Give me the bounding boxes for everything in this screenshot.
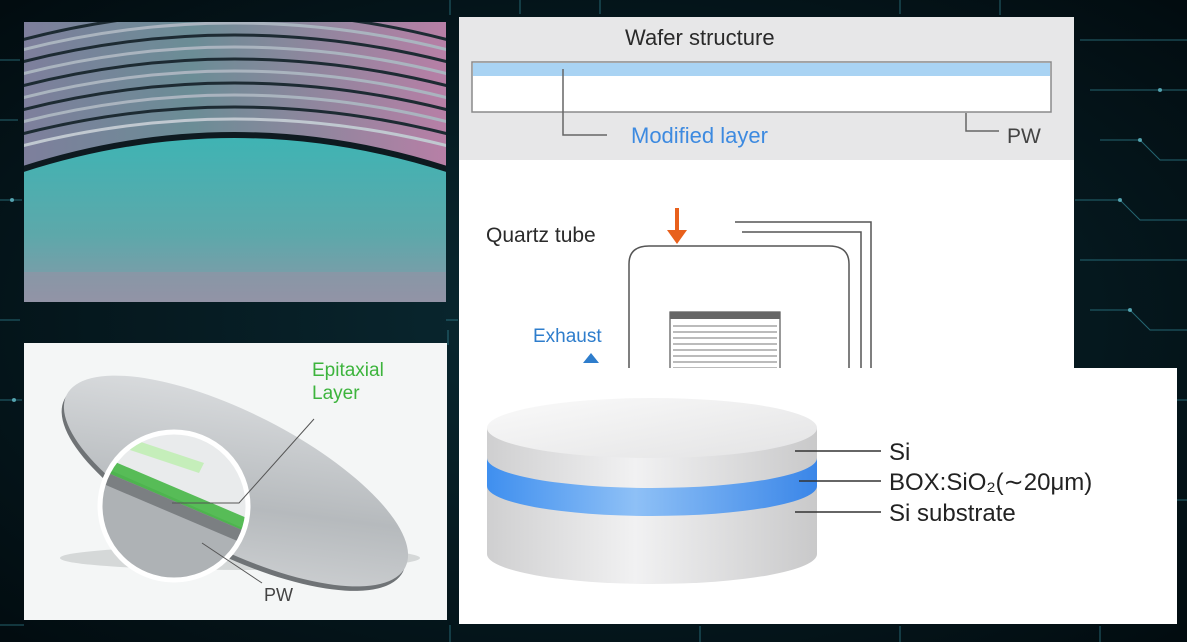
exhaust-label: Exhaust bbox=[533, 326, 602, 347]
gas-inlet-arrowhead bbox=[667, 230, 687, 244]
si-substrate-label: Si substrate bbox=[889, 500, 1016, 527]
wafer-boat-top bbox=[670, 312, 780, 319]
wafer-stack-image bbox=[24, 22, 446, 302]
wafer-structure-title: Wafer structure bbox=[625, 25, 775, 50]
soi-structure-panel: Si BOX:SiO₂(∼20μm) Si substrate bbox=[459, 368, 1177, 624]
si-top-surface bbox=[487, 398, 817, 458]
wafer-pw-label: PW bbox=[1007, 125, 1041, 148]
wafer-structure-panel: Wafer structure Modified layer PW bbox=[459, 17, 1074, 160]
modified-layer-label: Modified layer bbox=[631, 123, 768, 148]
exhaust-arrow bbox=[583, 353, 599, 363]
modified-layer-band bbox=[473, 63, 1050, 76]
pw-leader bbox=[966, 113, 999, 131]
quartz-tube-panel: Quartz tube Exhaust bbox=[459, 160, 1074, 375]
epitaxial-panel: Epitaxial Layer PW bbox=[24, 343, 447, 620]
quartz-tube-label: Quartz tube bbox=[486, 224, 596, 247]
wafer-stack-photo bbox=[24, 22, 446, 302]
epi-pw-label: PW bbox=[264, 585, 293, 605]
epitaxial-label-line2: Layer bbox=[312, 383, 360, 404]
epitaxial-label-line1: Epitaxial bbox=[312, 360, 384, 381]
si-label: Si bbox=[889, 439, 910, 466]
box-sio2-label: BOX:SiO₂(∼20μm) bbox=[889, 469, 1092, 496]
